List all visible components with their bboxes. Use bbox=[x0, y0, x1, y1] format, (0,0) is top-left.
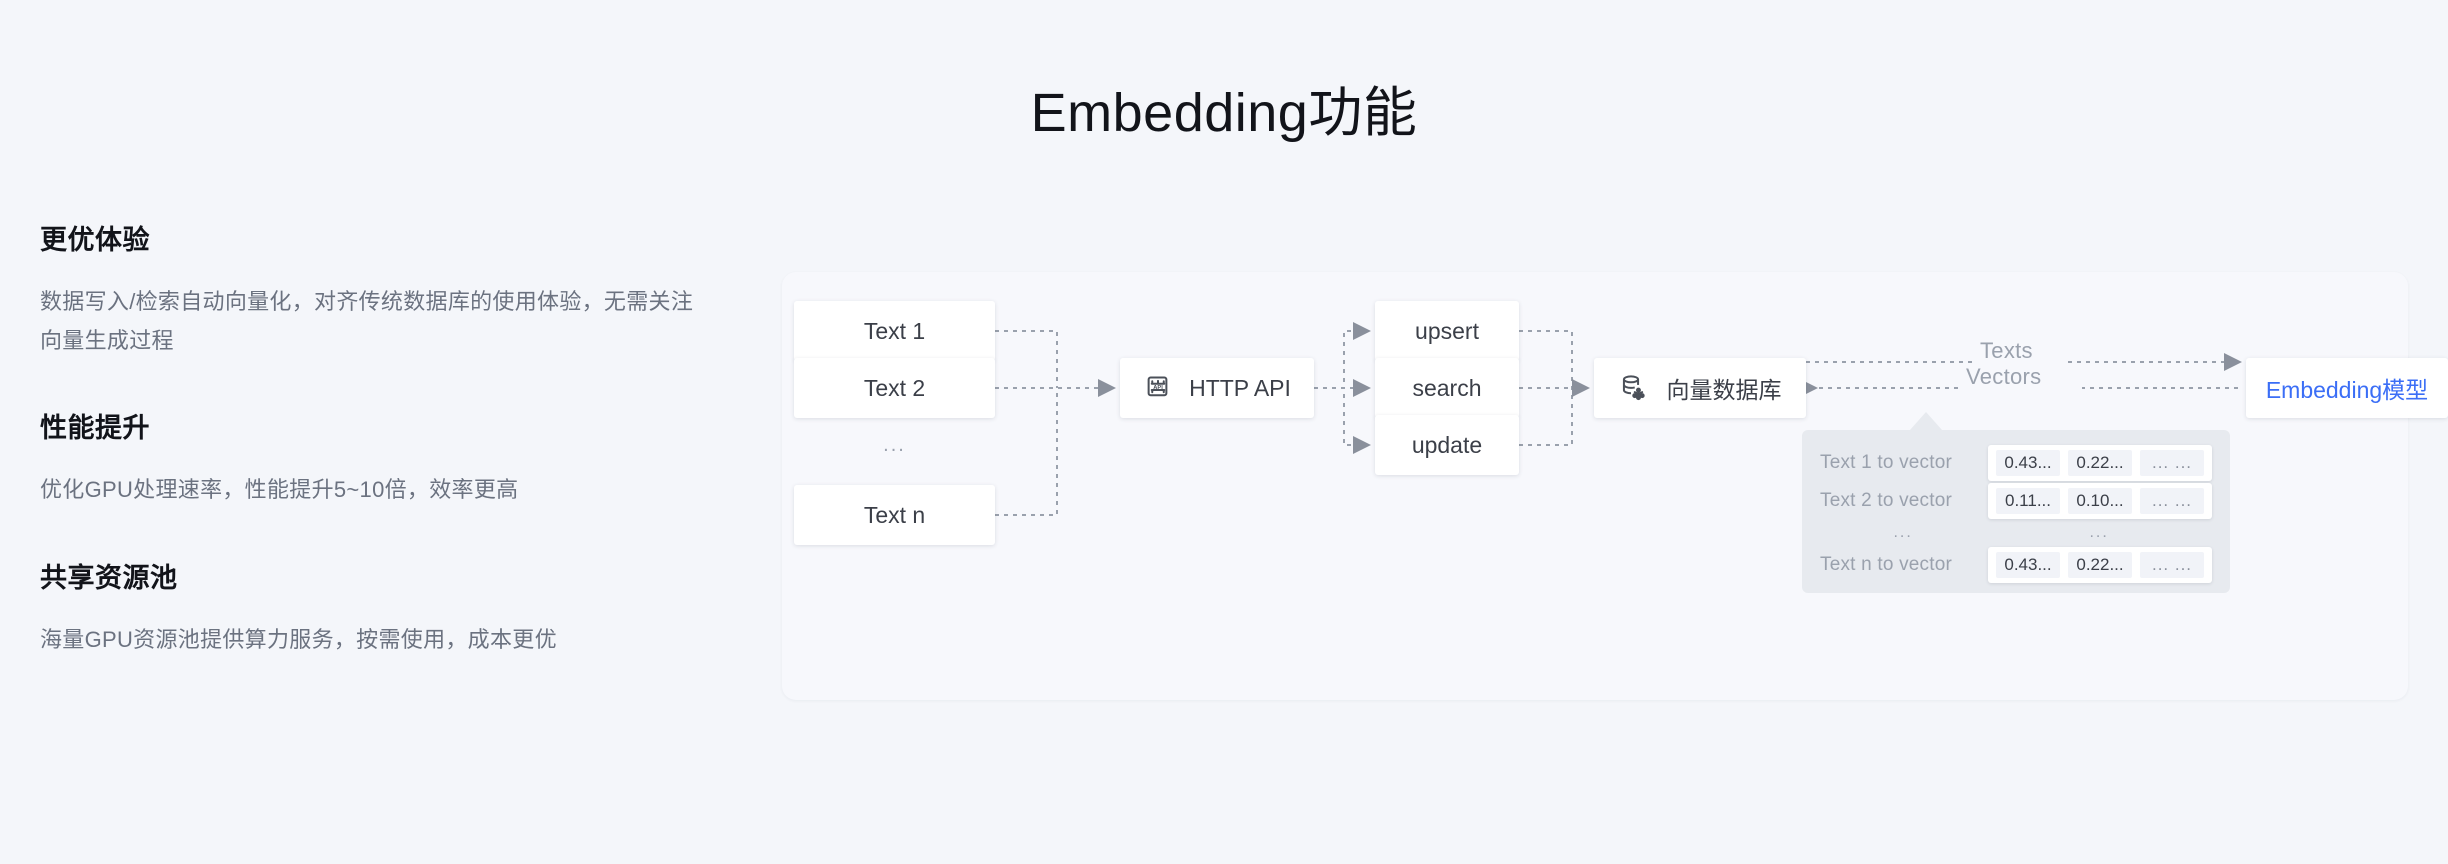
vector-chip: 0.43... bbox=[1996, 450, 2060, 476]
vector-value-card: 0.43... 0.22... ... ... bbox=[1988, 445, 2212, 481]
vector-chip-more: ... ... bbox=[2140, 450, 2204, 476]
vector-chip: 0.22... bbox=[2068, 552, 2132, 578]
feature-title: 共享资源池 bbox=[40, 562, 178, 593]
text-nodes-ellipsis: ... bbox=[883, 434, 906, 456]
vector-value-card: 0.11... 0.10... ... ... bbox=[1988, 483, 2212, 519]
node-text-n[interactable]: Text n bbox=[794, 485, 995, 545]
vector-ellipsis-right: ... bbox=[2089, 524, 2109, 541]
node-embedding-model[interactable]: Embedding模型 bbox=[2246, 358, 2448, 418]
feature-list: 更优体验 数据写入/检索自动向量化，对齐传统数据库的使用体验，无需关注向量生成过… bbox=[40, 218, 700, 705]
feature-item: 更优体验 数据写入/检索自动向量化，对齐传统数据库的使用体验，无需关注向量生成过… bbox=[40, 218, 700, 360]
node-http-api[interactable]: API HTTP API bbox=[1120, 358, 1314, 418]
vector-chip: 0.43... bbox=[1996, 552, 2060, 578]
feature-item: 性能提升 优化GPU处理速率，性能提升5~10倍，效率更高 bbox=[40, 406, 700, 510]
vector-chip-more: ... ... bbox=[2140, 488, 2204, 514]
api-chip-icon: API bbox=[1143, 373, 1173, 403]
node-label: 向量数据库 bbox=[1666, 377, 1782, 403]
feature-description: 海量GPU资源池提供算力服务，按需使用，成本更优 bbox=[40, 626, 557, 652]
feature-description: 优化GPU处理速率，性能提升5~10倍，效率更高 bbox=[40, 477, 519, 502]
node-label: HTTP API bbox=[1189, 374, 1291, 401]
vector-rows-ellipsis: ... ... bbox=[1820, 520, 2212, 546]
node-label: Text 2 bbox=[863, 374, 926, 401]
vector-row-label: Text 1 to vector bbox=[1820, 452, 1953, 473]
node-text-1[interactable]: Text 1 bbox=[794, 301, 995, 361]
architecture-diagram-panel: Text 1 Text 2 ... Text n API bbox=[782, 272, 2448, 700]
vector-panel-pointer bbox=[1910, 412, 1942, 430]
node-search[interactable]: search bbox=[1375, 358, 1519, 418]
vector-row: Text 1 to vector 0.43... 0.22... ... ... bbox=[1820, 444, 2212, 482]
vector-row: Text n to vector 0.43... 0.22... ... ... bbox=[1820, 546, 2212, 584]
node-label: search bbox=[1412, 374, 1482, 401]
feature-description: 数据写入/检索自动向量化，对齐传统数据库的使用体验，无需关注向量生成过程 bbox=[40, 289, 694, 353]
svg-text:API: API bbox=[1153, 385, 1163, 391]
vector-ellipsis-left: ... bbox=[1893, 524, 1913, 541]
node-upsert[interactable]: upsert bbox=[1375, 301, 1519, 361]
node-label: Text 1 bbox=[863, 317, 926, 344]
node-text-2[interactable]: Text 2 bbox=[794, 358, 995, 418]
diagram-canvas: Text 1 Text 2 ... Text n API bbox=[782, 272, 2448, 700]
feature-item: 共享资源池 海量GPU资源池提供算力服务，按需使用，成本更优 bbox=[40, 556, 700, 660]
node-label: update bbox=[1411, 431, 1483, 458]
node-label: upsert bbox=[1415, 317, 1479, 344]
vector-chip: 0.11... bbox=[1996, 488, 2060, 514]
vector-chip: 0.22... bbox=[2068, 450, 2132, 476]
feature-title: 更优体验 bbox=[40, 225, 150, 255]
node-label: Text n bbox=[863, 501, 926, 528]
vector-result-panel: Text 1 to vector 0.43... 0.22... ... ...… bbox=[1802, 430, 2230, 593]
vector-row: Text 2 to vector 0.11... 0.10... ... ... bbox=[1820, 482, 2212, 520]
vector-row-label: Text 2 to vector bbox=[1820, 490, 1953, 511]
node-update[interactable]: update bbox=[1375, 415, 1519, 475]
node-label: Embedding模型 bbox=[2265, 377, 2429, 403]
edge-label-texts: Texts bbox=[1980, 338, 2033, 363]
vector-row-label: Text n to vector bbox=[1820, 554, 1953, 575]
edge-label-vectors: Vectors bbox=[1966, 364, 2042, 389]
page-title: Embedding功能 bbox=[1030, 83, 1418, 143]
feature-title: 性能提升 bbox=[40, 413, 150, 443]
vector-database-icon bbox=[1619, 372, 1651, 404]
vector-chip-more: ... ... bbox=[2140, 552, 2204, 578]
vector-chip: 0.10... bbox=[2068, 488, 2132, 514]
node-vector-database[interactable]: 向量数据库 bbox=[1594, 358, 1806, 418]
vector-value-card: 0.43... 0.22... ... ... bbox=[1988, 547, 2212, 583]
